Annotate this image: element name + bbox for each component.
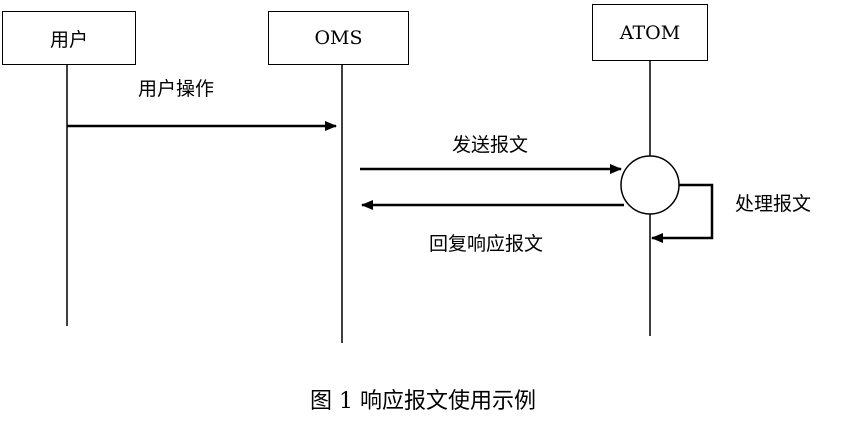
figure-caption: 图 1 响应报文使用示例 — [310, 389, 536, 414]
user-operation-label: 用户操作 — [138, 78, 215, 100]
participant-atom: ATOM — [592, 4, 708, 61]
participant-atom-label: ATOM — [619, 21, 681, 44]
participant-oms-label: OMS — [314, 27, 363, 49]
process-message-label: 处理报文 — [735, 193, 812, 215]
arrow-process-message — [651, 183, 714, 243]
send-message-label: 发送报文 — [452, 134, 529, 156]
participant-oms: OMS — [268, 11, 409, 65]
reply-message-label: 回复响应报文 — [429, 233, 544, 255]
participant-user: 用户 — [2, 11, 136, 65]
activation-circle — [620, 155, 680, 215]
participant-user-label: 用户 — [49, 28, 88, 51]
